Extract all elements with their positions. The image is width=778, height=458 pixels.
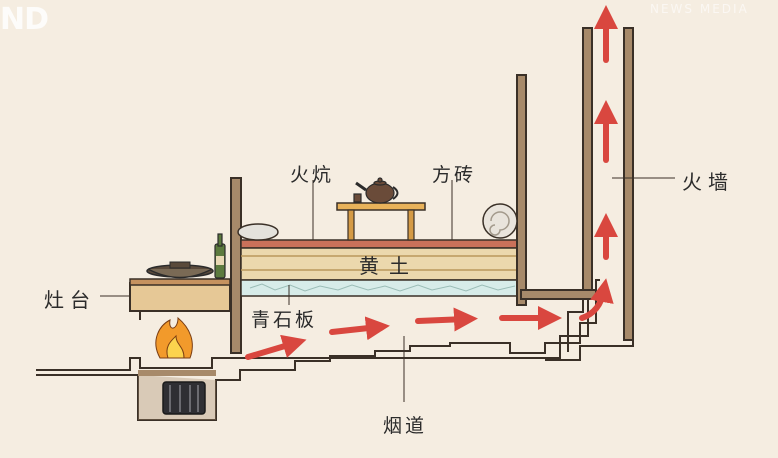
slab-layer: [240, 279, 522, 297]
label-fire-wall: 火墙: [682, 170, 734, 194]
watermark-left: ND: [0, 2, 49, 37]
bottle: [214, 233, 226, 279]
left-wall: [230, 177, 242, 354]
label-kang: 火炕: [290, 164, 335, 186]
teapot: [353, 177, 399, 204]
label-stove: 灶台: [44, 288, 96, 312]
label-flue: 烟道: [383, 415, 428, 437]
pillow: [237, 223, 279, 241]
fire: [155, 316, 193, 359]
label-slab: 青石板: [251, 309, 318, 331]
watermark-right: NEWS MEDIA: [650, 2, 749, 16]
brick-layer: [240, 239, 522, 249]
kang-table: [336, 202, 426, 241]
quilt-roll: [482, 203, 518, 239]
coal-pot: [162, 381, 206, 415]
stove-base: [129, 282, 231, 312]
hot-air-arrows: [245, 4, 618, 360]
label-brick: 方砖: [432, 164, 477, 186]
label-loess: 黄土: [359, 254, 419, 278]
flue-channel: [36, 279, 600, 421]
